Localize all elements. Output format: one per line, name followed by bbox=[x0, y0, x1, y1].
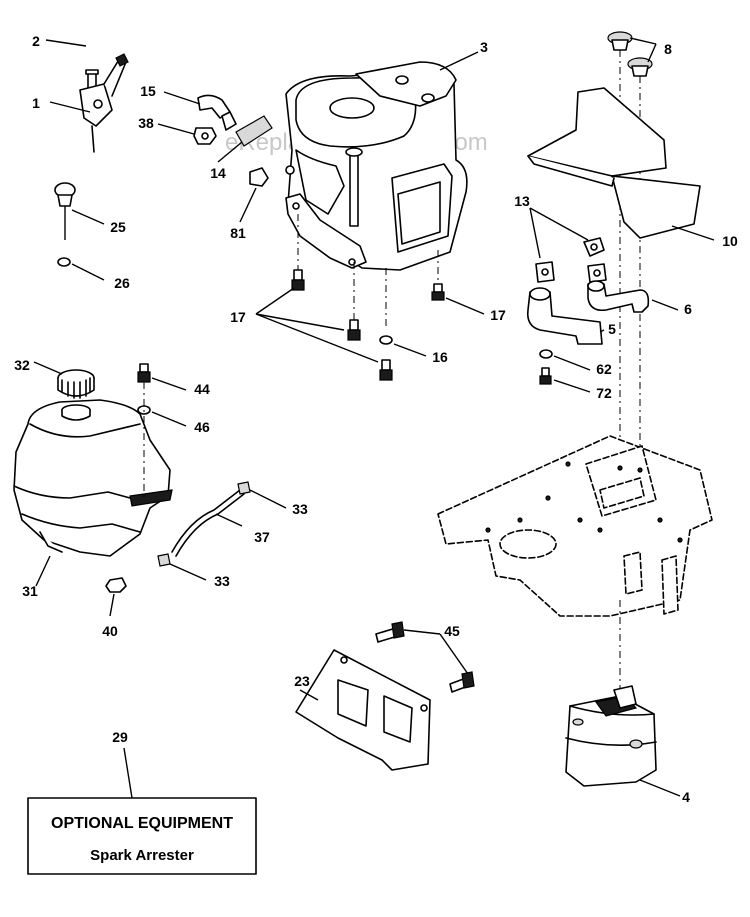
callout-10: 10 bbox=[722, 233, 738, 249]
callout-17-right: 17 bbox=[490, 307, 506, 323]
callout-32: 32 bbox=[14, 357, 30, 373]
callout-26: 26 bbox=[114, 275, 130, 291]
callout-37: 37 bbox=[254, 529, 270, 545]
heat-shield bbox=[527, 87, 701, 239]
bolt-17a bbox=[291, 269, 305, 291]
bolt-45a bbox=[375, 621, 405, 643]
knob-8a bbox=[607, 31, 633, 51]
callout-14: 14 bbox=[210, 165, 226, 181]
callout-1: 1 bbox=[32, 95, 40, 111]
callout-8: 8 bbox=[664, 41, 672, 57]
throttle-control bbox=[79, 53, 129, 153]
callout-23: 23 bbox=[294, 673, 310, 689]
callout-4: 4 bbox=[682, 789, 690, 805]
knob-8b bbox=[627, 57, 653, 77]
callout-2: 2 bbox=[32, 33, 40, 49]
bolt-16 bbox=[379, 359, 393, 381]
heat-shield-bracket bbox=[295, 649, 431, 771]
callout-29: 29 bbox=[112, 729, 128, 745]
clamp-33b bbox=[157, 553, 171, 567]
clamp-33a bbox=[237, 481, 251, 495]
dipstick bbox=[54, 182, 76, 240]
callout-33-upper: 33 bbox=[292, 501, 308, 517]
optional-equipment-box bbox=[27, 797, 257, 875]
bolt-44 bbox=[137, 363, 151, 383]
callout-5: 5 bbox=[608, 321, 616, 337]
bolt-17c bbox=[431, 283, 445, 301]
exhaust-pipe-5 bbox=[526, 287, 603, 345]
optional-equipment-item: Spark Arrester bbox=[90, 847, 194, 864]
callout-25: 25 bbox=[110, 219, 126, 235]
fuel-fitting bbox=[197, 94, 237, 131]
callout-17-left: 17 bbox=[230, 309, 246, 325]
callout-38: 38 bbox=[138, 115, 154, 131]
nut-81 bbox=[249, 167, 269, 187]
optional-equipment-title: OPTIONAL EQUIPMENT bbox=[51, 815, 233, 832]
callout-62: 62 bbox=[596, 361, 612, 377]
callout-81: 81 bbox=[230, 225, 246, 241]
tractor-frame bbox=[437, 435, 713, 617]
nut-38 bbox=[193, 127, 217, 145]
bolt-72 bbox=[539, 367, 552, 385]
callout-31: 31 bbox=[22, 583, 38, 599]
callout-15: 15 bbox=[140, 83, 156, 99]
callout-40: 40 bbox=[102, 623, 118, 639]
fuel-cap bbox=[57, 369, 95, 399]
bolt-45b bbox=[449, 671, 475, 693]
gasket-13c bbox=[587, 263, 607, 283]
callout-3: 3 bbox=[480, 39, 488, 55]
fuel-line bbox=[171, 489, 245, 557]
hose-14 bbox=[235, 115, 273, 147]
nut-40 bbox=[105, 577, 127, 593]
fuel-tank bbox=[13, 399, 173, 557]
washer-26 bbox=[57, 257, 71, 267]
callout-72: 72 bbox=[596, 385, 612, 401]
callout-16: 16 bbox=[432, 349, 448, 365]
muffler bbox=[565, 685, 657, 787]
bolt-17b bbox=[347, 319, 361, 341]
exhaust-pipe-6 bbox=[587, 280, 650, 313]
washer-62 bbox=[539, 349, 553, 359]
callout-44: 44 bbox=[194, 381, 210, 397]
engine bbox=[285, 61, 468, 271]
callout-45: 45 bbox=[444, 623, 460, 639]
washer-16 bbox=[379, 335, 393, 345]
callout-33-lower: 33 bbox=[214, 573, 230, 589]
gasket-13a bbox=[583, 237, 605, 257]
callout-13: 13 bbox=[514, 193, 530, 209]
gasket-13b bbox=[535, 261, 555, 283]
callout-6: 6 bbox=[684, 301, 692, 317]
callout-46: 46 bbox=[194, 419, 210, 435]
